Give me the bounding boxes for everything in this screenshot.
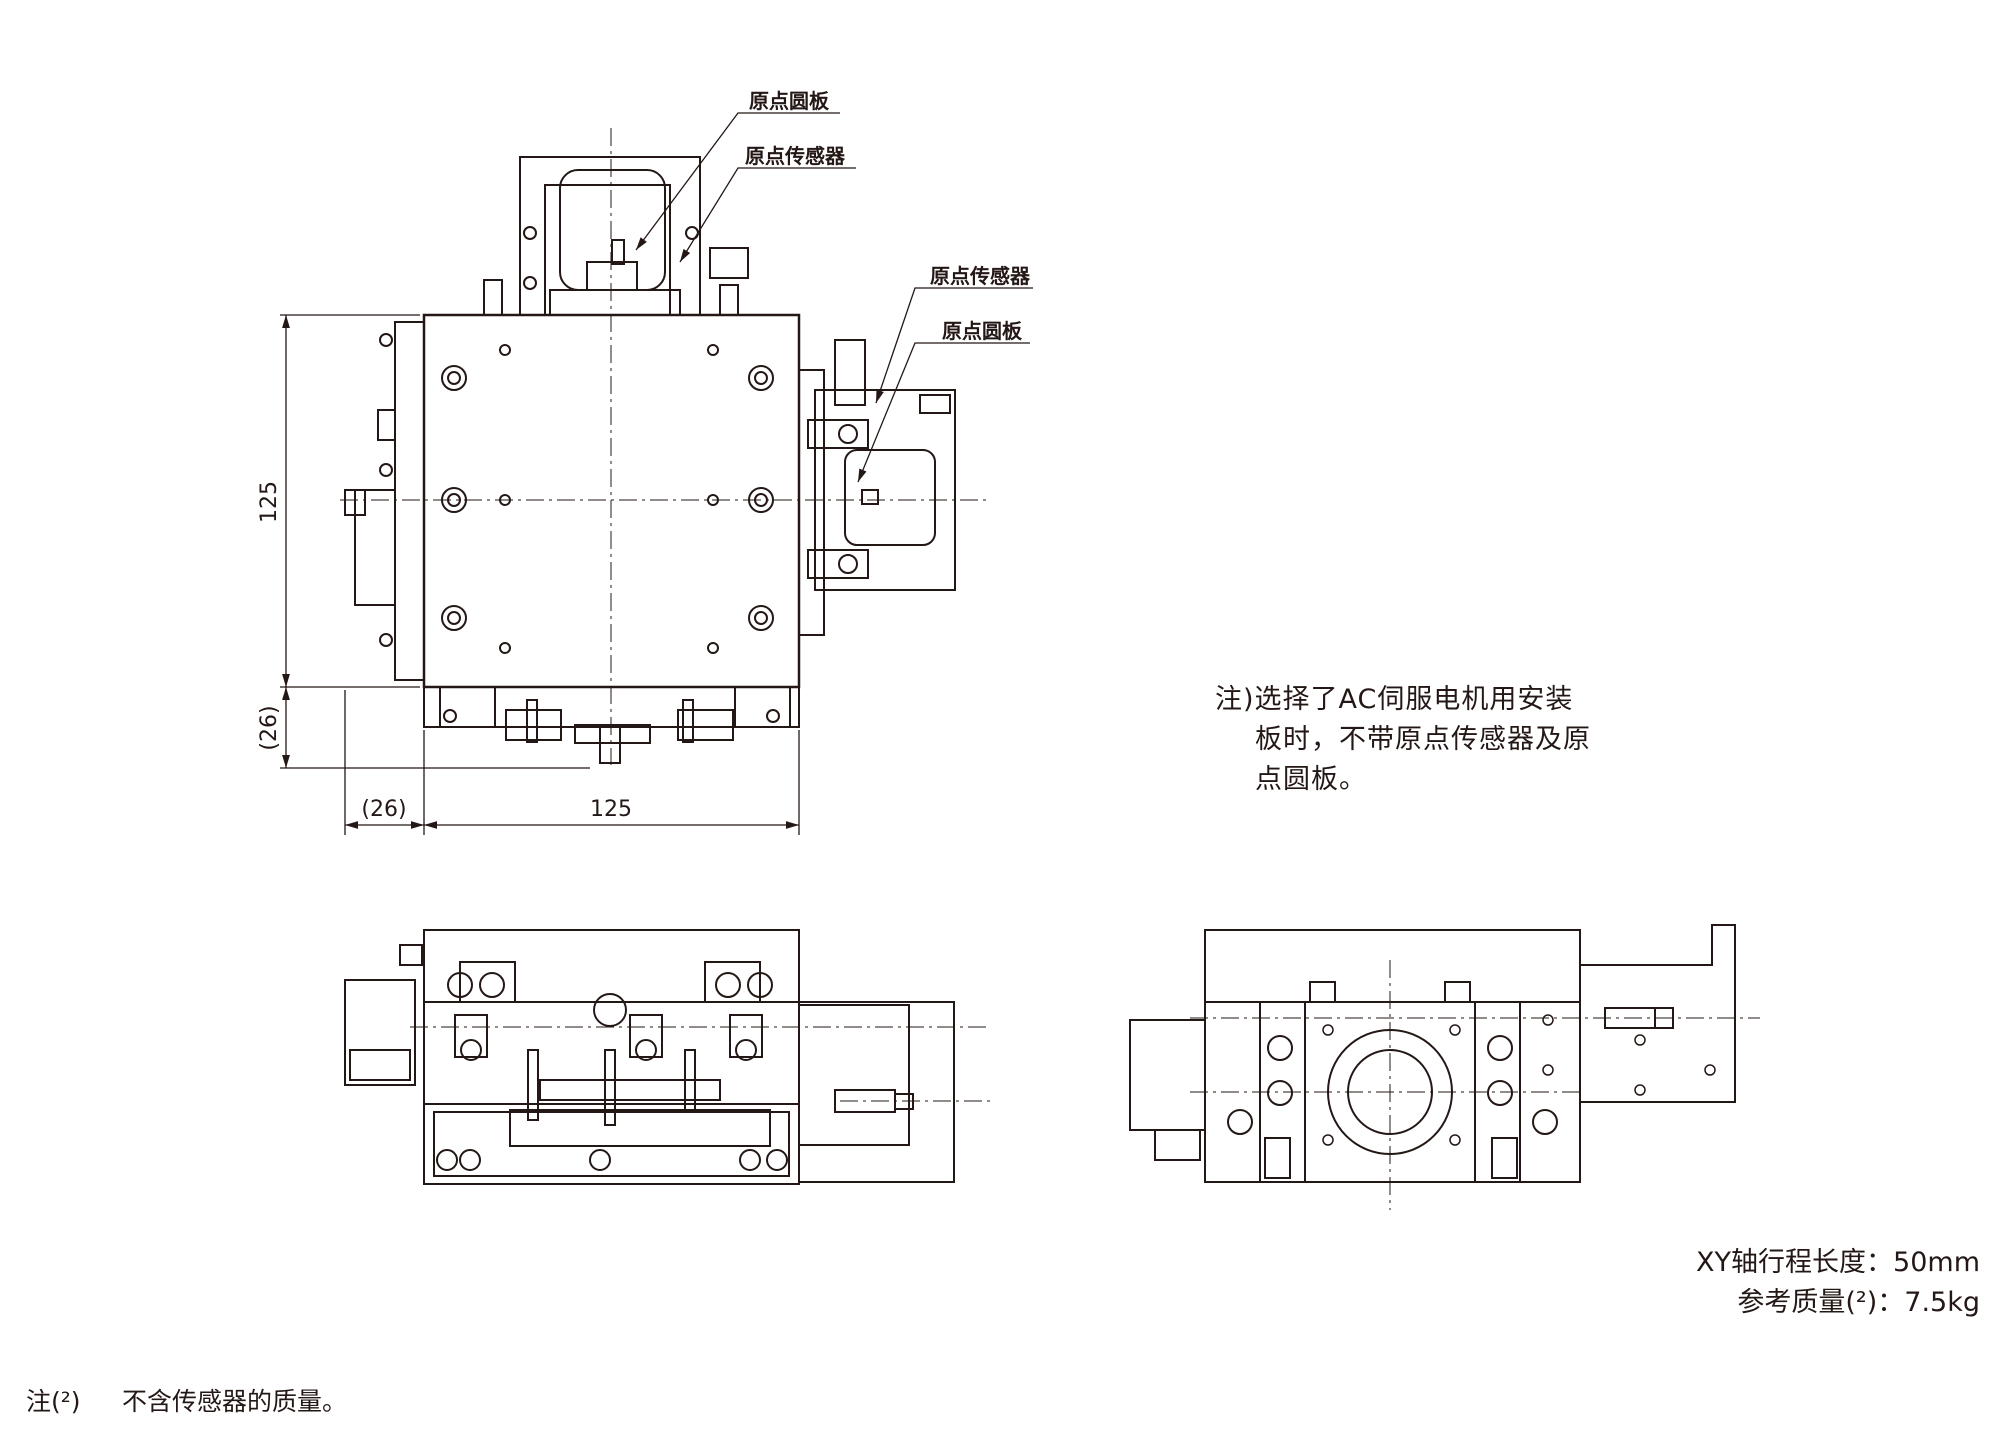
dim-height-main: 125 [257,481,282,523]
side-view [1129,924,1760,1210]
side-note-line-3: 点圆板。 [1255,764,1367,795]
footnote-text: 不含传感器的质量。 [122,1387,348,1416]
dim-width-main: 125 [590,797,632,822]
top-view [340,128,990,765]
dim-width-offset: (26) [361,797,406,822]
dimension-lines [280,314,800,835]
spec-block: XY轴行程长度：50mm 参考质量(²)：7.5kg [1696,1243,1980,1323]
spec-stroke: XY轴行程长度：50mm [1696,1247,1980,1278]
dim-height-offset: (26) [257,705,282,750]
side-note: 注)选择了AC伺服电机用安装 板时，不带原点传感器及原 点圆板。 [1215,680,1605,800]
footnote-mark: 注(²) [26,1387,81,1416]
front-view [344,929,990,1185]
side-note-line-2: 板时，不带原点传感器及原 [1255,724,1591,755]
callout-top-origin-sensor: 原点传感器 [745,144,846,168]
callout-leaders [635,112,1033,483]
callout-right-origin-disc: 原点圆板 [942,319,1023,343]
footnote: 注(²) 不含传感器的质量。 [26,1382,347,1418]
callout-right-origin-sensor: 原点传感器 [930,264,1031,288]
callout-top-origin-disc: 原点圆板 [749,89,830,113]
spec-weight: 参考质量(²)：7.5kg [1737,1287,1980,1318]
side-note-line-1: 注)选择了AC伺服电机用安装 [1215,684,1574,715]
